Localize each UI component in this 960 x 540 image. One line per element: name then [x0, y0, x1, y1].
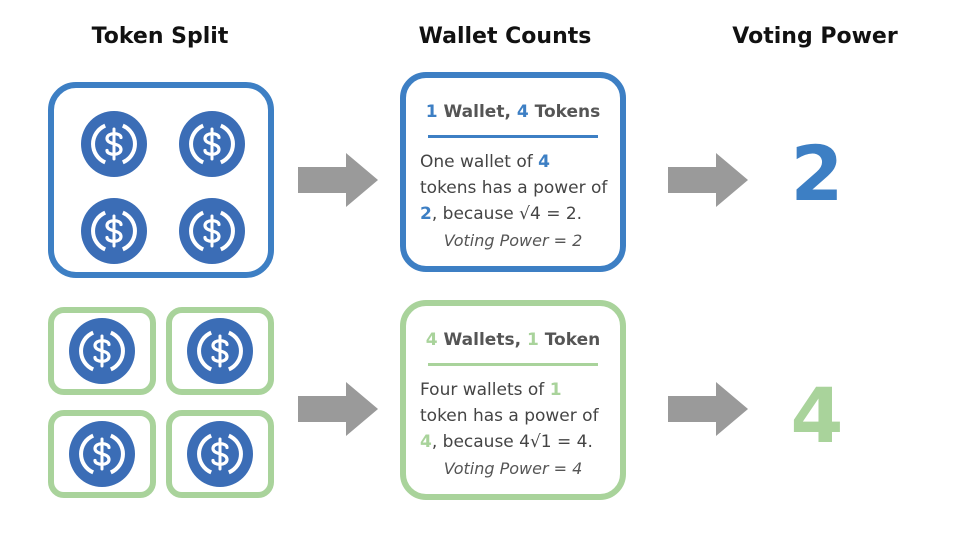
usdc-coin-icon [81, 111, 147, 177]
scenario-2-card: 4 Wallets, 1 Token Four wallets of 1 tok… [400, 300, 626, 500]
wallet-box-4 [166, 410, 274, 498]
usdc-coin-icon [69, 318, 135, 384]
scenario-1-card: 1 Wallet, 4 Tokens One wallet of 4 token… [400, 72, 626, 272]
voting-power-heading: Voting Power [732, 24, 898, 49]
usdc-coin-icon [179, 198, 245, 264]
wallet-box-1 [48, 307, 156, 395]
voting-power-label: Voting Power = 2 [443, 231, 583, 250]
card-title: 4 Wallets, 1 Token [425, 330, 601, 350]
arrow-right-icon [668, 382, 748, 440]
wallet-counts-heading: Wallet Counts [418, 24, 592, 49]
usdc-coin-icon [179, 111, 245, 177]
token-split-heading: Token Split [91, 24, 229, 49]
arrow-right-icon [298, 153, 378, 211]
arrow-right-icon [668, 153, 748, 211]
usdc-coin-icon [81, 198, 147, 264]
card-explanation: Four wallets of 1 token has a power of 4… [420, 380, 599, 452]
usdc-coin-icon [187, 318, 253, 384]
arrow-right-icon [298, 382, 378, 440]
single-wallet-box [48, 82, 274, 278]
title-divider [428, 135, 598, 138]
title-divider [428, 363, 598, 366]
card-title: 1 Wallet, 4 Tokens [425, 102, 601, 122]
voting-power-result-2: 4 [790, 371, 844, 460]
card-explanation: One wallet of 4 tokens has a power of 2,… [420, 152, 608, 224]
usdc-coin-icon [187, 421, 253, 487]
usdc-coin-icon [69, 421, 135, 487]
voting-power-result-1: 2 [790, 129, 844, 218]
wallet-box-3 [48, 410, 156, 498]
wallet-box-2 [166, 307, 274, 395]
voting-power-label: Voting Power = 4 [443, 459, 583, 478]
